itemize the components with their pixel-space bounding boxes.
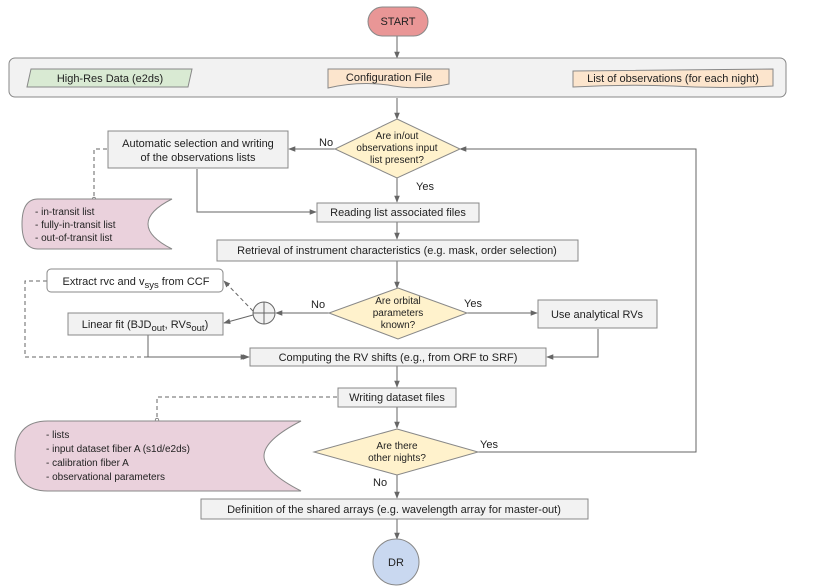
decision-other-nights: Are there other nights? bbox=[312, 428, 480, 476]
sum-junction-icon bbox=[252, 301, 276, 325]
dataset-store-item: - observational parameters bbox=[46, 472, 165, 483]
dataset-store: - lists - input dataset fiber A (s1d/e2d… bbox=[14, 420, 302, 492]
transit-list-item: - in-transit list bbox=[35, 207, 95, 218]
observations-label: List of observations (for each night) bbox=[587, 73, 759, 85]
high-res-label: High-Res Data (e2ds) bbox=[57, 73, 163, 85]
shared-arrays-box: Definition of the shared arrays (e.g. wa… bbox=[200, 498, 589, 520]
rv-shifts-label: Computing the RV shifts (e.g., from ORF … bbox=[279, 352, 518, 364]
decision-orbital-no: No bbox=[311, 299, 325, 311]
decision-orbital-known: Are orbital parameters known? bbox=[327, 287, 469, 340]
decision-orbital-line1: Are orbital bbox=[375, 296, 421, 307]
connectors bbox=[147, 36, 697, 540]
auto-selection-box: Automatic selection and writing of the o… bbox=[107, 130, 289, 169]
decision-lists-line2: observations input bbox=[356, 143, 437, 154]
analytical-rvs-label: Use analytical RVs bbox=[551, 309, 644, 321]
decision-nights-yes: Yes bbox=[480, 439, 498, 451]
linear-fit-box: Linear fit (BJDout, RVsout) bbox=[67, 312, 224, 336]
decision-nights-line1: Are there bbox=[376, 441, 418, 452]
transit-lists-store: - in-transit list - fully-in-transit lis… bbox=[21, 198, 173, 250]
shared-arrays-label: Definition of the shared arrays (e.g. wa… bbox=[227, 504, 561, 516]
auto-selection-line2: of the observations lists bbox=[141, 152, 256, 164]
reading-list-box: Reading list associated files bbox=[316, 202, 480, 223]
decision-orbital-line2: parameters bbox=[373, 308, 424, 319]
dashed-connectors bbox=[24, 148, 337, 423]
high-res-data: High-Res Data (e2ds) bbox=[26, 68, 193, 88]
reading-list-label: Reading list associated files bbox=[330, 207, 466, 219]
decision-orbital-line3: known? bbox=[381, 320, 416, 331]
dataset-store-item: - input dataset fiber A (s1d/e2ds) bbox=[46, 444, 190, 455]
retrieval-label: Retrieval of instrument characteristics … bbox=[237, 245, 557, 257]
linear-fit-label: Linear fit (BJDout, RVsout) bbox=[82, 319, 209, 334]
decision-lists-line3: list present? bbox=[370, 155, 424, 166]
configuration-file: Configuration File bbox=[327, 68, 450, 89]
auto-selection-line1: Automatic selection and writing bbox=[122, 138, 274, 150]
observations-list: List of observations (for each night) bbox=[572, 68, 774, 88]
decision-lists-no: No bbox=[319, 137, 333, 149]
dataset-store-item: - calibration fiber A bbox=[46, 458, 129, 469]
dataset-store-item: - lists bbox=[46, 430, 69, 441]
dr-terminal: DR bbox=[372, 538, 420, 586]
transit-list-item: - out-of-transit list bbox=[35, 233, 112, 244]
dr-label: DR bbox=[388, 557, 404, 569]
extract-rvc-label: Extract rvc and vsys from CCF bbox=[63, 276, 210, 291]
writing-dataset-box: Writing dataset files bbox=[337, 387, 457, 408]
transit-list-item: - fully-in-transit list bbox=[35, 220, 116, 231]
config-label: Configuration File bbox=[346, 72, 432, 84]
decision-lists-present: Are in/out observations input list prese… bbox=[333, 118, 462, 179]
writing-dataset-label: Writing dataset files bbox=[349, 392, 445, 404]
rv-shifts-box: Computing the RV shifts (e.g., from ORF … bbox=[249, 347, 547, 367]
start-terminal: START bbox=[367, 6, 429, 37]
decision-nights-line2: other nights? bbox=[368, 453, 426, 464]
start-label: START bbox=[380, 16, 415, 28]
analytical-rvs-box: Use analytical RVs bbox=[537, 299, 658, 329]
decision-lists-yes: Yes bbox=[416, 181, 434, 193]
retrieval-box: Retrieval of instrument characteristics … bbox=[216, 239, 579, 262]
decision-orbital-yes: Yes bbox=[464, 298, 482, 310]
decision-lists-line1: Are in/out bbox=[376, 131, 419, 142]
decision-nights-no: No bbox=[373, 477, 387, 489]
extract-rvc-box: Extract rvc and vsys from CCF bbox=[46, 268, 224, 293]
